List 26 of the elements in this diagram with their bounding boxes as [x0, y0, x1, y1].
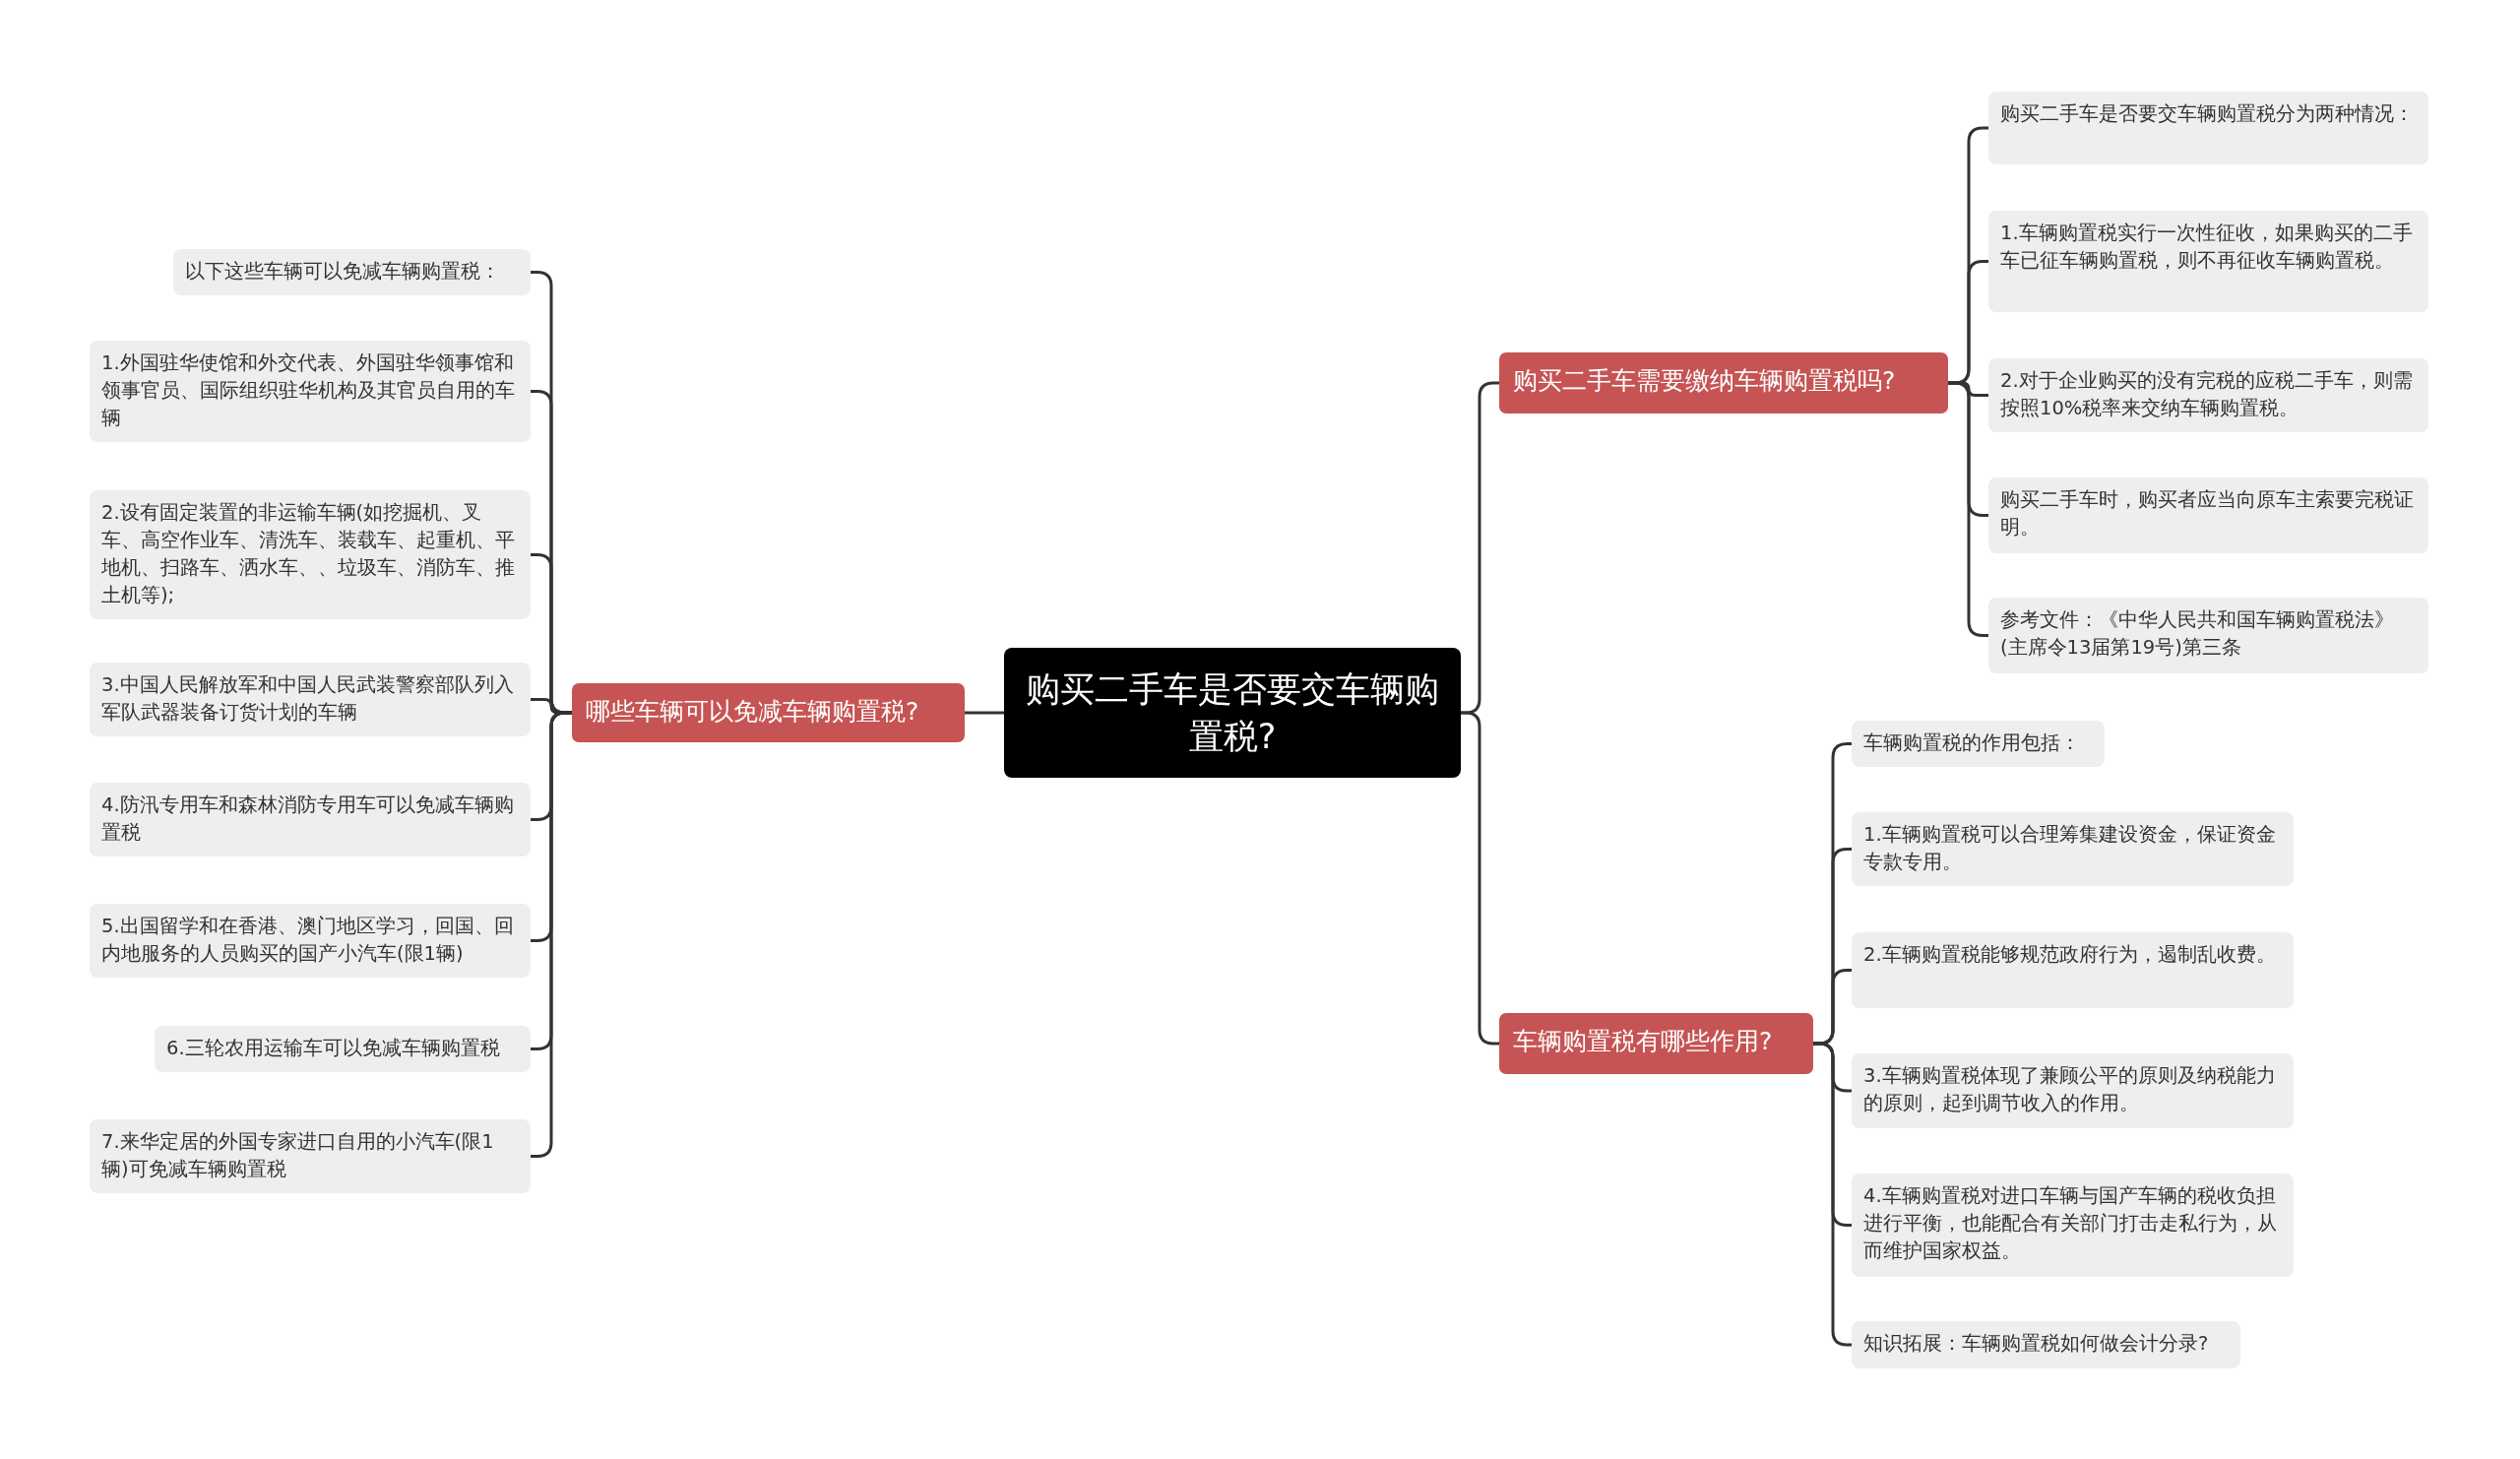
note-box: 知识拓展：车辆购置税如何做会计分录? — [1852, 1321, 2240, 1368]
note-box: 4.车辆购置税对进口车辆与国产车辆的税收负担进行平衡，也能配合有关部门打击走私行为，从而维护国家权益。 — [1852, 1174, 2294, 1277]
note-box: 4.防汛专用车和森林消防专用车可以免减车辆购置税 — [90, 783, 531, 856]
note-box: 1.车辆购置税实行一次性征收，如果购买的二手车已征车辆购置税，则不再征收车辆购置税。 — [1988, 211, 2428, 312]
connector-line — [531, 711, 572, 1158]
note-box: 以下这些车辆可以免减车辆购置税： — [173, 249, 531, 295]
note-box: 7.来华定居的外国专家进口自用的小汽车(限1辆)可免减车辆购置税 — [90, 1119, 531, 1193]
connector-line — [965, 711, 1004, 715]
branch-box: 购买二手车需要缴纳车辆购置税吗? — [1499, 352, 1948, 413]
note-box: 购买二手车时，购买者应当向原车主索要完税证明。 — [1988, 477, 2428, 553]
note-box: 1.外国驻华使馆和外交代表、外国驻华领事馆和领事官员、国际组织驻华机构及其官员自用的车辆 — [90, 341, 531, 442]
connector-line — [1813, 1042, 1852, 1347]
note-box: 3.中国人民解放军和中国人民武装警察部队列入军队武器装备订货计划的车辆 — [90, 663, 531, 736]
note-box: 1.车辆购置税可以合理筹集建设资金，保证资金专款专用。 — [1852, 812, 2294, 886]
note-box: 5.出国留学和在香港、澳门地区学习，回国、回内地服务的人员购买的国产小汽车(限1辆) — [90, 904, 531, 978]
note-box: 购买二手车是否要交车辆购置税分为两种情况： — [1988, 92, 2428, 164]
note-box: 2.设有固定装置的非运输车辆(如挖掘机、叉车、高空作业车、清洗车、装载车、起重机、平地机、扫路车、洒水车、、垃圾车、消防车、推土机等); — [90, 490, 531, 619]
note-box: 6.三轮农用运输车可以免减车辆购置税 — [155, 1026, 531, 1072]
branch-box: 车辆购置税有哪些作用? — [1499, 1013, 1813, 1074]
note-box: 3.车辆购置税体现了兼顾公平的原则及纳税能力的原则，起到调节收入的作用。 — [1852, 1053, 2294, 1128]
note-box: 2.车辆购置税能够规范政府行为，遏制乱收费。 — [1852, 932, 2294, 1008]
topic-box: 购买二手车是否要交车辆购置税? — [1004, 648, 1461, 778]
branch-box: 哪些车辆可以免减车辆购置税? — [572, 683, 965, 742]
note-box: 2.对于企业购买的没有完税的应税二手车，则需按照10%税率来交纳车辆购置税。 — [1988, 358, 2428, 432]
note-box: 车辆购置税的作用包括： — [1852, 721, 2105, 767]
note-box: 参考文件：《中华人民共和国车辆购置税法》(主席令13届第19号)第三条 — [1988, 598, 2428, 673]
